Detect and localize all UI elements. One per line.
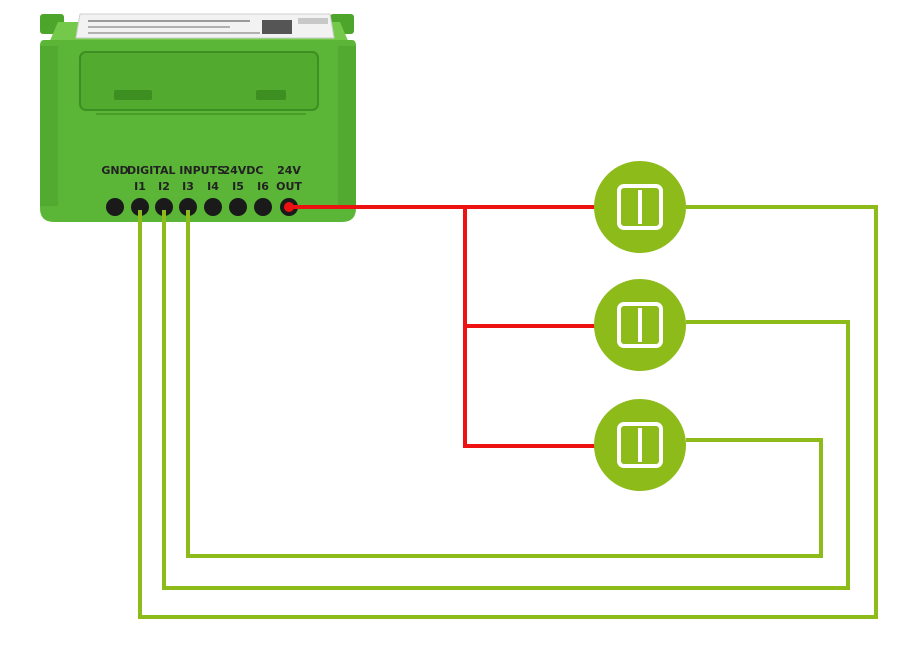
switch-2 [594,279,686,371]
terminal-label-i2: I2 [158,180,170,193]
supply-wire-trunk [463,207,595,448]
gnd-label: GND [101,164,128,177]
light-switch-icon [617,184,663,230]
signal-wire-i2 [162,210,850,590]
digital-inputs-label: DIGITAL INPUTS [127,164,225,177]
terminal-label-i6: I6 [257,180,269,193]
qr-code-icon [262,20,292,34]
input-module: GND DIGITAL INPUTS 24VDC 24V OUT I1 I2 I… [40,13,356,222]
supply-wires [289,205,595,448]
switch-3 [594,399,686,491]
terminal-label-i3: I3 [182,180,194,193]
terminal-label-i5: I5 [232,180,244,193]
module-sticker [75,13,335,39]
signal-wires [138,205,878,619]
terminal-gnd [106,198,124,216]
terminal-label-i1: I1 [134,180,146,193]
signal-wire-i3 [186,210,823,558]
terminal-i4 [204,198,222,216]
voltage-label: 24VDC [222,164,263,177]
light-switch-icon [617,302,663,348]
terminal-i5 [229,198,247,216]
terminal-row [106,198,298,216]
light-switch-icon [617,422,663,468]
out-label-top: 24V [277,164,301,177]
signal-wire-i1 [138,205,878,619]
terminal-i2 [155,198,173,216]
terminal-i6 [254,198,272,216]
module-panel [79,51,319,111]
terminal-i3 [179,198,197,216]
terminal-i1 [131,198,149,216]
switch-1 [594,161,686,253]
supply-connection-dot [284,202,294,212]
out-label-bottom: OUT [276,180,302,193]
terminal-label-i4: I4 [207,180,219,193]
